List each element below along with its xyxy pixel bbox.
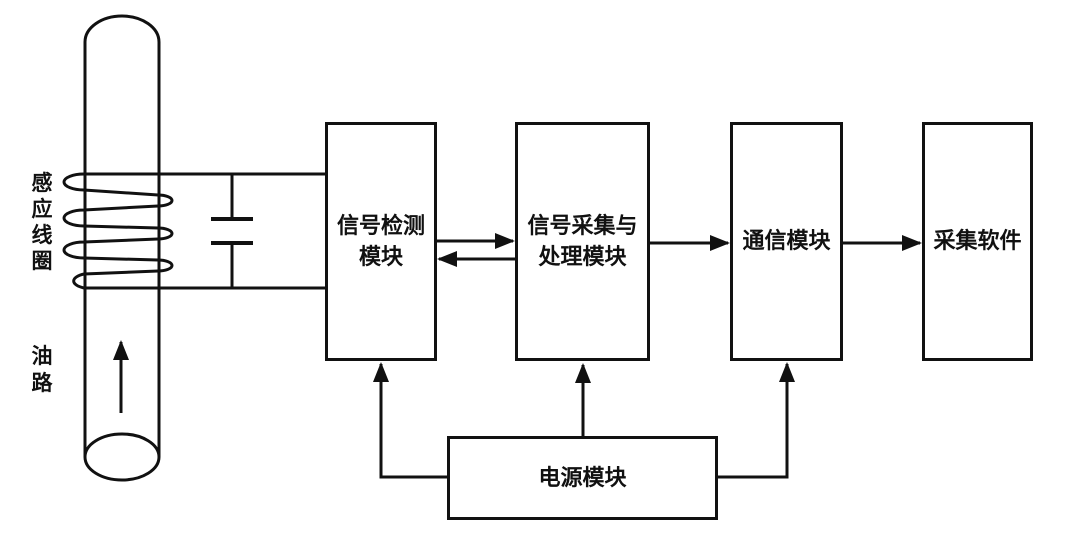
pipe-outline <box>83 14 161 457</box>
module-label-power: 电源模块 <box>538 464 627 490</box>
module-box-acquisition-software: 采集软件 <box>922 122 1033 361</box>
induction-coil-label: 感 应 线 圈 <box>31 171 53 273</box>
module-box-signal-detection: 信号检测 模块 <box>325 122 437 361</box>
power-line-to-communication <box>718 362 795 479</box>
module-label-acquisition-software: 采集软件 <box>933 228 1022 254</box>
module-label-signal-detection: 信号检测 模块 <box>336 212 425 269</box>
capacitor-plates <box>211 217 253 245</box>
oil-path-label: 油 路 <box>31 344 53 395</box>
pipe-bottom-ellipse <box>83 432 161 482</box>
power-line-to-detection <box>373 362 447 479</box>
coil-winding <box>62 172 325 290</box>
module-box-communication: 通信模块 <box>730 122 843 361</box>
module-box-signal-acquisition-processing: 信号采集与 处理模块 <box>515 122 650 361</box>
module-label-signal-acquisition-processing: 信号采集与 处理模块 <box>527 212 638 269</box>
module-label-communication: 通信模块 <box>742 228 831 254</box>
module-box-power: 电源模块 <box>447 436 718 520</box>
